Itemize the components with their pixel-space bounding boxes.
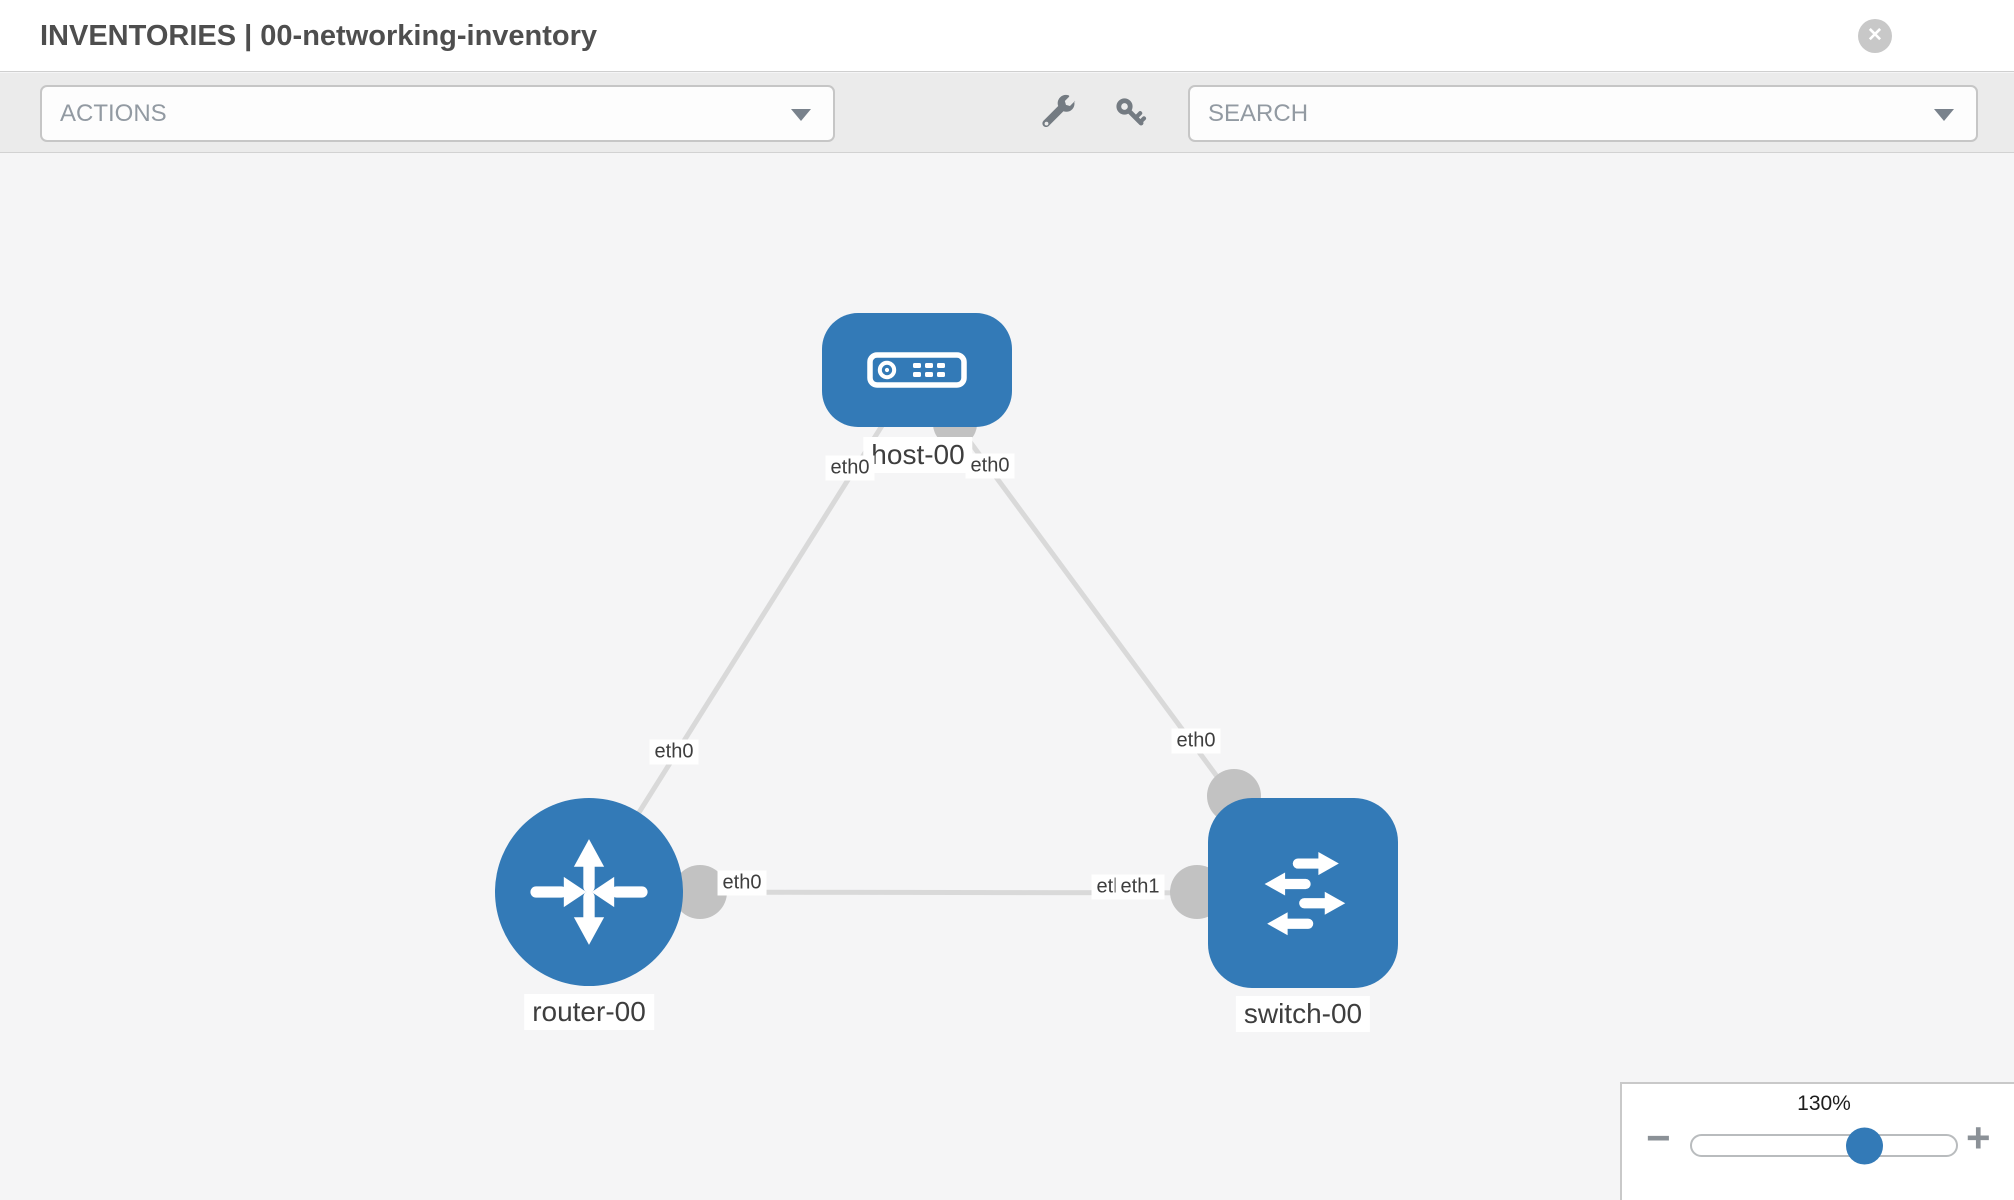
iface-label-router-to-switch: eth0 (717, 870, 767, 896)
toolbar: ACTIONS SEARCH (0, 73, 2014, 153)
iface-label-host-to-switch: eth0 (965, 453, 1015, 479)
server-icon (867, 352, 967, 388)
chevron-down-icon (1934, 109, 1954, 121)
node-label-switch: switch-00 (1235, 996, 1371, 1032)
close-icon[interactable]: ✕ (1858, 19, 1892, 53)
search-dropdown-label: SEARCH (1208, 100, 1309, 127)
node-label-router: router-00 (524, 994, 654, 1030)
page-title: INVENTORIES | 00-networking-inventory (40, 20, 598, 52)
header-bar: INVENTORIES | 00-networking-inventory ✕ (0, 0, 2014, 72)
node-host-00[interactable] (822, 313, 1012, 427)
iface-label-switch-to-router: eth1 (1115, 874, 1165, 900)
node-router-00[interactable] (495, 798, 683, 986)
edges-layer (586, 368, 1306, 919)
wrench-icon[interactable] (1040, 94, 1078, 132)
iface-label-router-to-host: eth0 (649, 739, 699, 765)
topology-canvas[interactable]: host-00 router-00 switch-00 eth0 eth0 et… (0, 154, 2014, 1200)
search-dropdown[interactable]: SEARCH (1188, 85, 1978, 142)
zoom-slider-track[interactable] (1690, 1127, 1958, 1164)
zoom-out-button[interactable]: − (1646, 1114, 1671, 1161)
actions-dropdown[interactable]: ACTIONS (40, 85, 835, 142)
switch-icon (1264, 852, 1346, 936)
node-switch-00[interactable] (1208, 798, 1398, 988)
router-icon (530, 839, 648, 945)
iface-label-host-to-router: eth0 (825, 455, 875, 481)
iface-label-switch-to-host: eth0 (1171, 728, 1221, 754)
zoom-level-value: 130% (1797, 1092, 1851, 1115)
zoom-in-button[interactable]: + (1966, 1114, 1991, 1161)
key-icon[interactable] (1112, 94, 1150, 132)
actions-dropdown-label: ACTIONS (60, 100, 167, 127)
chevron-down-icon (791, 109, 811, 121)
node-label-host: host-00 (863, 437, 973, 473)
port-router-right (673, 865, 727, 919)
zoom-panel: 130% − + (1620, 1082, 2014, 1200)
zoom-slider-thumb[interactable] (1846, 1127, 1883, 1164)
